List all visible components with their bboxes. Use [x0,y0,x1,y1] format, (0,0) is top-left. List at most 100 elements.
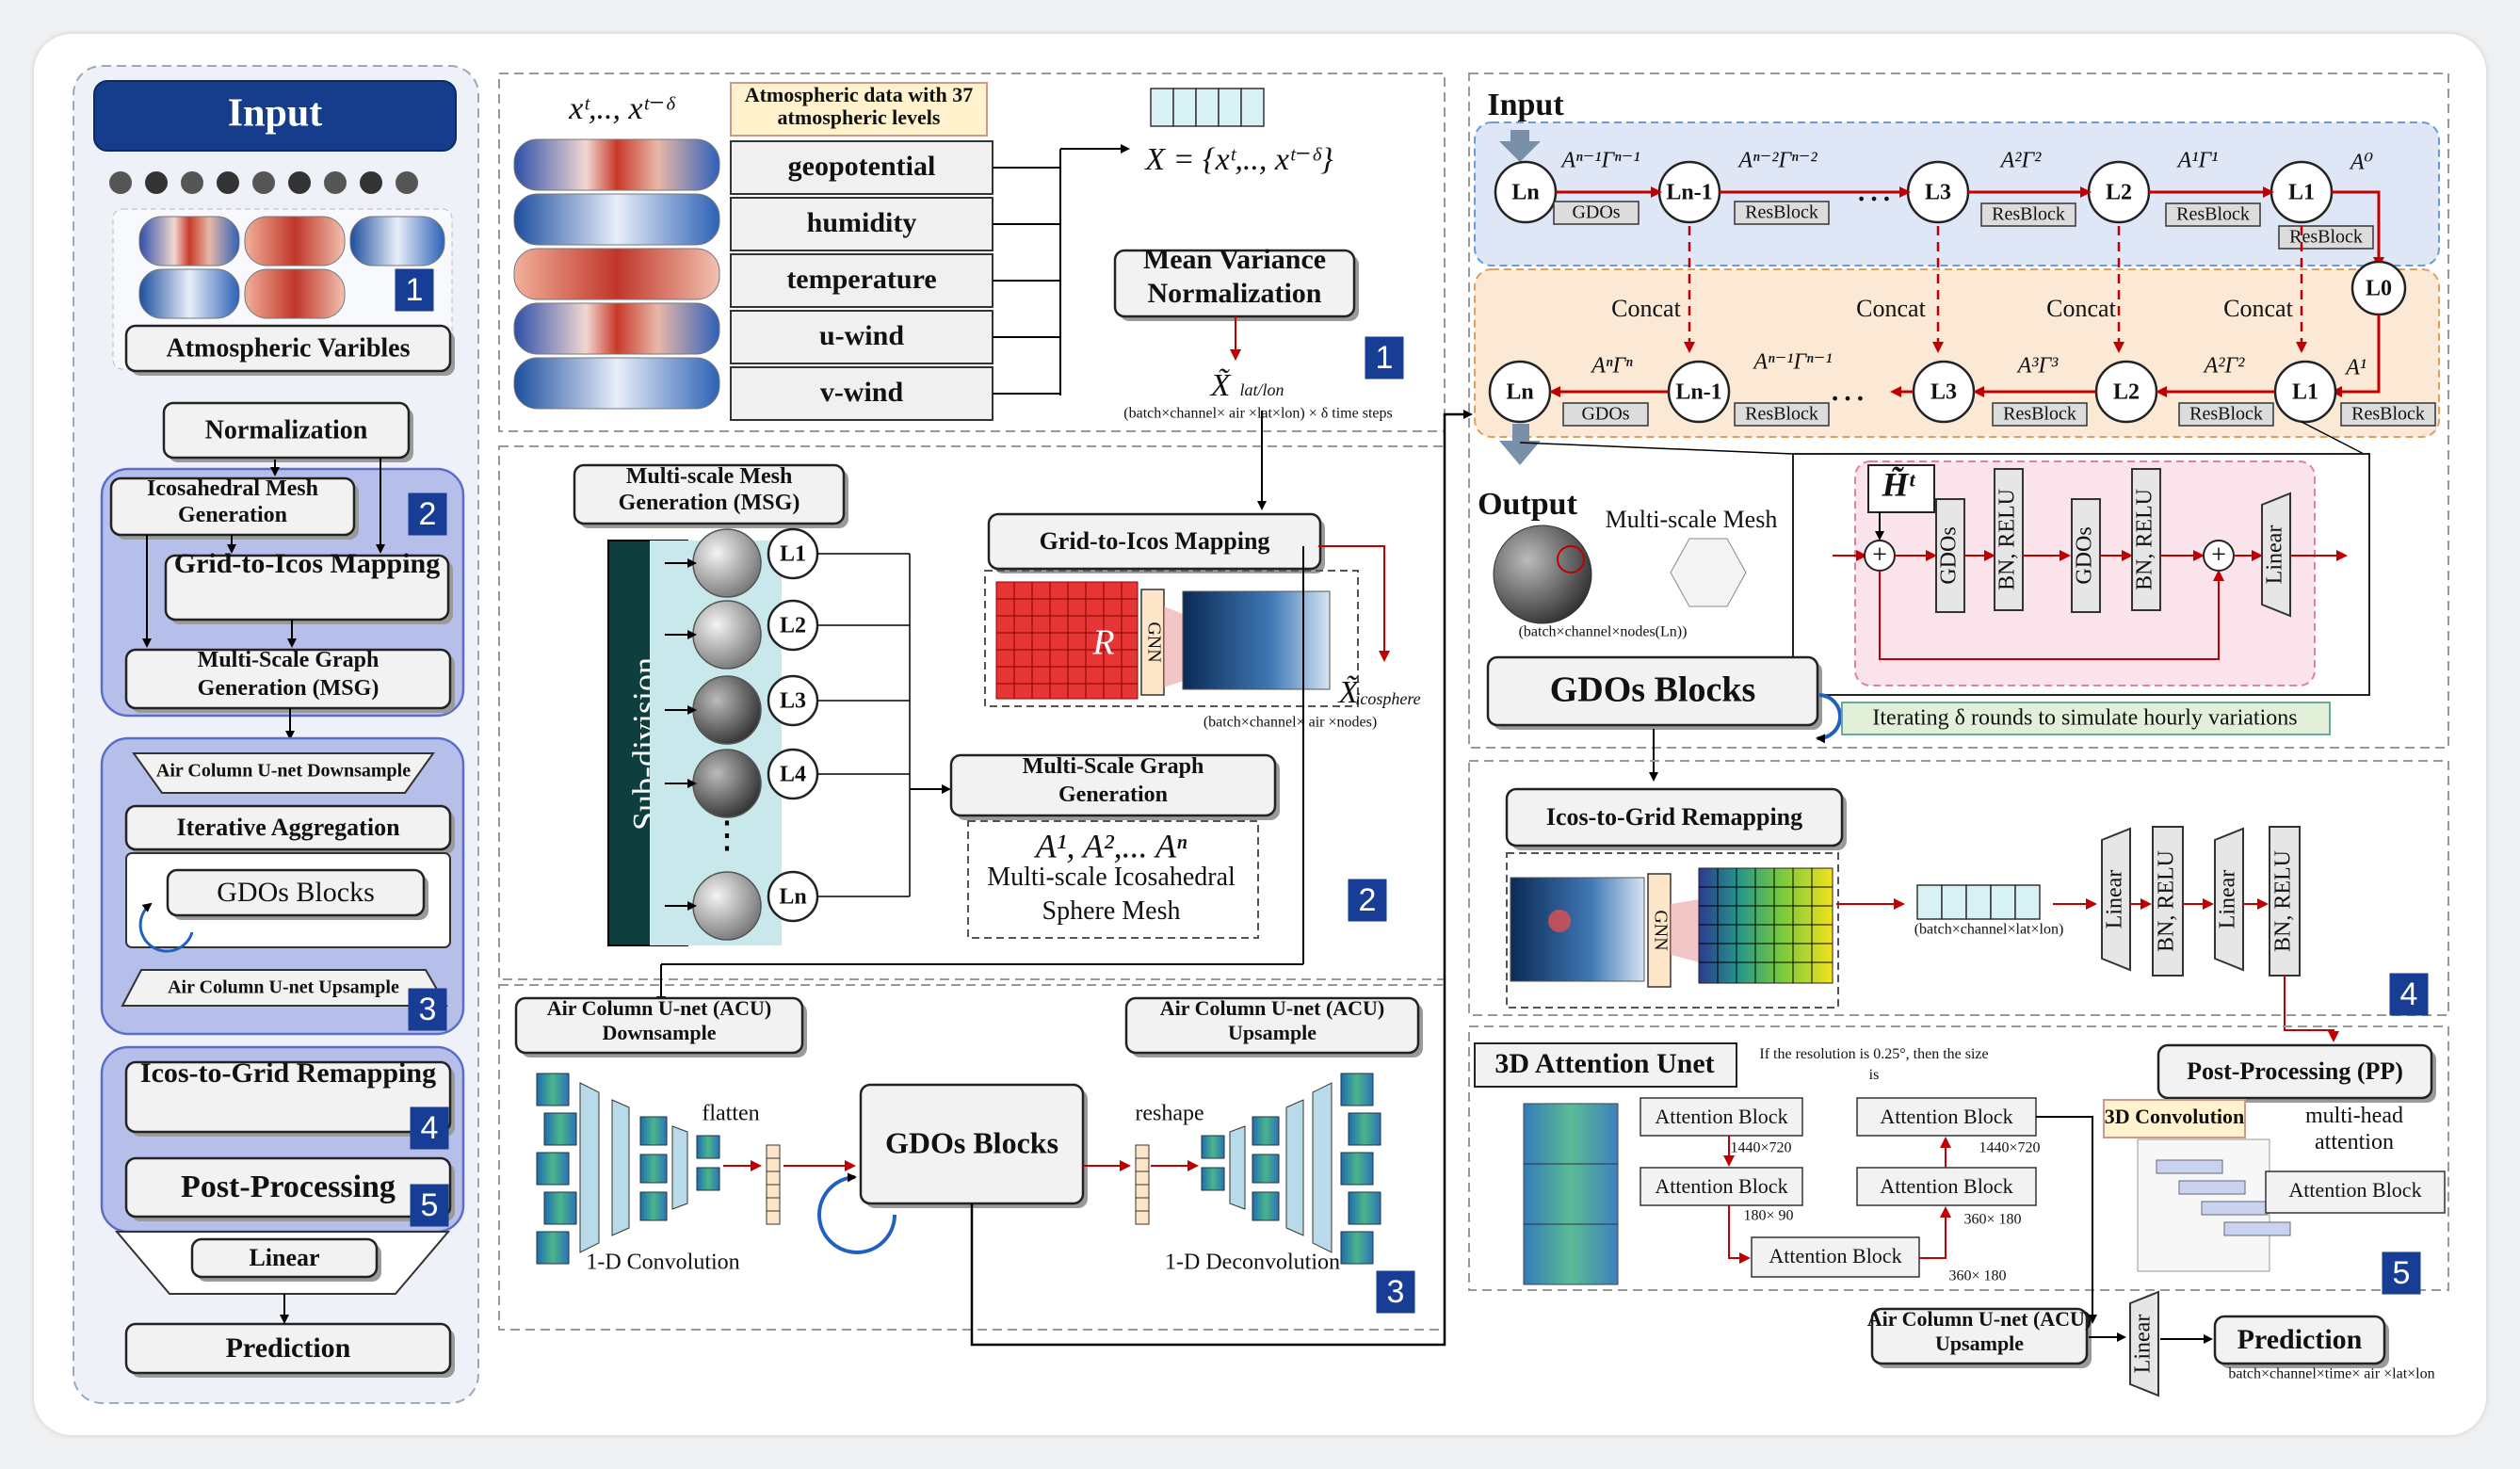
X-latlon-dims: (batch×channel× air ×lat×lon) × δ time s… [1123,406,1392,422]
ellipsis: … [1855,167,1893,209]
conv3d-label: 3D Convolution [2105,1105,2245,1128]
block-tag [1553,201,1640,225]
mesh-sphere [692,675,762,745]
flat-vector-cell [766,1157,781,1172]
gnn-block [1140,589,1165,696]
step-badge [410,1106,449,1150]
process-box [514,996,804,1055]
process-box [162,401,411,460]
data-cube [696,1167,720,1191]
step-badge-number: 1 [1376,340,1394,376]
X-latlon-subscript: lat/lon [1239,380,1284,399]
X-latlon-symbol: X̃ [1209,367,1232,402]
attention-unet-title-box [1474,1042,1737,1088]
H-tilde-symbol: H̃ᵗ [1882,465,1916,503]
encoder-edge-label: A¹Γ¹ [2176,149,2219,173]
block-tag [2278,225,2374,250]
step-badge [2382,1251,2421,1295]
tensor-cell [1941,884,1967,920]
weather-map [513,302,720,355]
graph-node-label: Ln [779,885,806,910]
gnn-block [1647,873,1672,988]
process-box [2213,1315,2386,1365]
data-cube [1340,1073,1374,1106]
linear-layer-label: Linear [2263,525,2287,585]
normalization-label: Normalization [205,415,368,444]
plus-sign: + [1872,541,1887,570]
process-box [1505,787,1844,848]
step-badge-number: 3 [419,992,437,1027]
block-tag-label: ResBlock [1745,202,1818,223]
atmospheric-variables-label: Atmospheric Varibles [167,333,411,363]
g2i-frame [984,570,1359,707]
block-tag [1980,202,2076,227]
flat-vector-cell [766,1144,781,1159]
flat-vector-cell [1135,1210,1150,1225]
attention-block-label: Attention Block [1655,1174,1787,1198]
plus-sign: + [2211,541,2226,570]
flat-vector-cell [766,1210,781,1225]
step-badge-number: 2 [1359,882,1377,918]
connector [1519,442,1794,455]
data-cube [1348,1191,1381,1225]
encoder-edge-label: A²Γ² [1999,149,2043,173]
weather-map [513,193,720,246]
connector [2331,315,2381,397]
highlight-circle [1557,545,1585,573]
gdos-label: GDOs Blocks [217,877,375,908]
output-dims: (batch×channel×nodes(Ln)) [1519,624,1688,640]
prediction-dims: batch×channel×time× air ×lat×lon [2228,1366,2434,1382]
data-cube [536,1073,570,1106]
data-cube [696,1135,720,1159]
gdos-center-label: GDOs Blocks [885,1125,1058,1159]
layer-block-label: GDOs [2073,526,2097,584]
decoder-edge-label: Aⁿ⁻¹Γⁿ⁻¹ [1752,350,1832,375]
attention-block [2265,1170,2446,1214]
storm-highlight [1548,910,1571,932]
block-tag-label: ResBlock [1992,204,2065,225]
weather-map [138,268,240,319]
flat-vector-cell [766,1170,781,1186]
step-badge-number: 4 [421,1110,439,1146]
block-tag [2340,402,2436,427]
block-tag-label: GDOs [1572,202,1620,223]
decoder-edge-label: A²Γ² [2203,354,2246,379]
block-tag [2165,202,2261,227]
size-label: 1440×720 [1979,1140,2040,1156]
process-box [2157,1043,2433,1100]
weather-map [349,216,445,266]
acu-up-label: Air Column U-net Upsample [168,977,399,998]
iteration-note-text: Iterating δ rounds to simulate hourly va… [1872,706,2297,731]
block-tag-label: ResBlock [2351,404,2425,425]
graph-node-label: L3 [1925,181,1951,205]
conv3d-label-box [2103,1099,2246,1138]
flat-vector-cell [766,1184,781,1199]
linear-layer [2129,1290,2159,1397]
X-icosphere-symbol: X̃ [1337,674,1360,709]
graph-node-label: L3 [780,689,806,714]
block-tag [1734,402,1830,427]
graph-node-label: L4 [780,763,806,787]
decoder-edge-label: A³Γ³ [2016,354,2060,379]
graph-node-label: L2 [780,614,806,638]
sensor-icon [217,171,239,194]
tensor-cell [2014,884,2041,920]
icos-to-grid-label: Icos-to-Grid Remapping [140,1057,436,1089]
data-cube [1340,1152,1374,1186]
block-tag-label: ResBlock [2289,227,2363,248]
output-label: Output [1478,487,1577,522]
adjacency-sequence: A¹, A²,... Aⁿ [1034,827,1187,864]
weather-map [138,216,240,266]
radius-label: R [1091,623,1114,663]
step-badge-number: 5 [2393,1255,2411,1291]
graph-node-label: L3 [1930,380,1957,405]
attention-block-label: Attention Block [1880,1105,2012,1128]
process-box [1486,655,1819,727]
multiscale-mesh-label: Multi-scale Mesh [1606,506,1778,533]
data-cube [1252,1191,1280,1221]
variable-label: humidity [807,207,917,238]
variable-label: geopotential [788,151,936,182]
linear-layer [2101,827,2131,972]
